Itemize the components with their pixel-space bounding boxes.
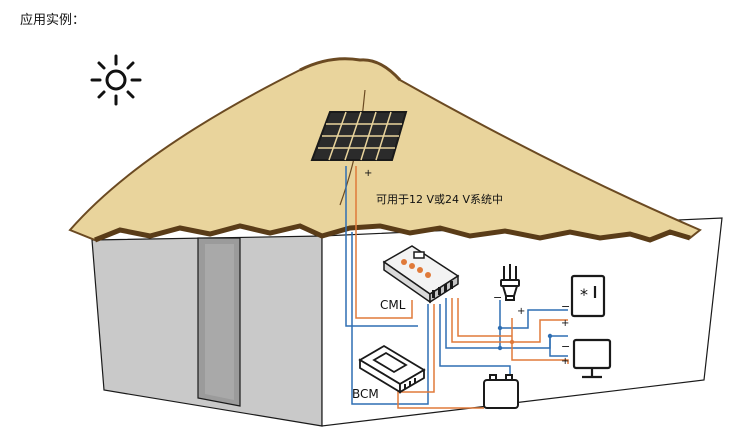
wiring (345, 166, 569, 409)
lamp-negative-wire (499, 300, 568, 329)
battery-icon (483, 374, 519, 409)
lamp-minus-label: − (493, 291, 502, 304)
lamp-icon (500, 264, 520, 301)
monitor-plus-label: + (561, 356, 569, 367)
bcm-label: BCM (352, 387, 379, 401)
solar-panel-icon (310, 111, 408, 161)
sun-icon (90, 54, 142, 106)
load-positive-bus (451, 298, 513, 343)
monitor-minus-label: − (561, 340, 570, 353)
bcm-negative-wire (351, 232, 429, 405)
battery-positive-wire (397, 304, 484, 409)
page-title: 应用实例： (20, 12, 85, 28)
lamp-plus-label: + (517, 306, 525, 317)
panel-negative-wire (345, 166, 418, 327)
panel-plus-label: + (364, 168, 372, 179)
right-wall (321, 217, 723, 427)
fridge-icon (570, 274, 606, 318)
fridge-snowflake-label: * (580, 285, 588, 304)
system-voltage-note: 可用于12 V或24 V系统中 (376, 193, 503, 206)
fridge-plus-label: + (561, 318, 569, 329)
monitor-icon (572, 338, 612, 379)
cml-controller-icon (382, 245, 460, 304)
bcm-meter-icon (358, 344, 426, 394)
wire-junctions (497, 325, 553, 351)
battery-negative-wire (439, 304, 511, 378)
panel-positive-wire (355, 166, 413, 319)
fridge-minus-label: − (561, 300, 570, 313)
door-panel (205, 244, 234, 400)
cml-label: CML (380, 298, 406, 312)
